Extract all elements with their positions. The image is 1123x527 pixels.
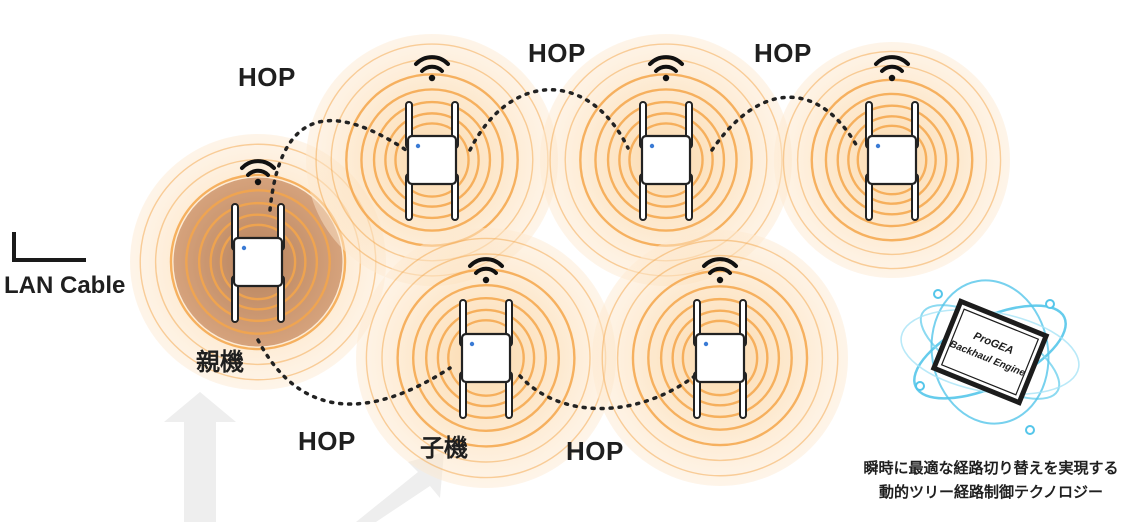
lan-cable-label: LAN Cable <box>4 272 126 299</box>
hop-label-5: HOP <box>566 436 624 466</box>
hop-label-3: HOP <box>754 38 812 68</box>
hop-label-4: HOP <box>298 426 356 456</box>
technology-caption: 瞬時に最適な経路切り替えを実現する 動的ツリー経路制御テクノロジー <box>846 456 1123 504</box>
child-node-label: 子機 <box>420 434 468 462</box>
hop-link-parent-bottom1 <box>256 338 452 406</box>
backhaul-engine-chip: ProGEA Backhaul Engine <box>900 279 1080 435</box>
caption-line-2: 動的ツリー経路制御テクノロジー <box>878 483 1104 501</box>
hop-link-parent-top1 <box>268 118 408 212</box>
parent-node-label: 親機 <box>196 348 244 376</box>
hop-link-top2-top3 <box>710 95 860 152</box>
hop-link-bottom1-bottom2 <box>518 370 702 411</box>
caption-line-1: 瞬時に最適な経路切り替えを実現する <box>863 459 1119 477</box>
hop-label-2: HOP <box>528 38 586 68</box>
lan-cable-line <box>12 232 86 262</box>
hop-label-1: HOP <box>238 62 296 92</box>
hop-links <box>256 88 860 411</box>
